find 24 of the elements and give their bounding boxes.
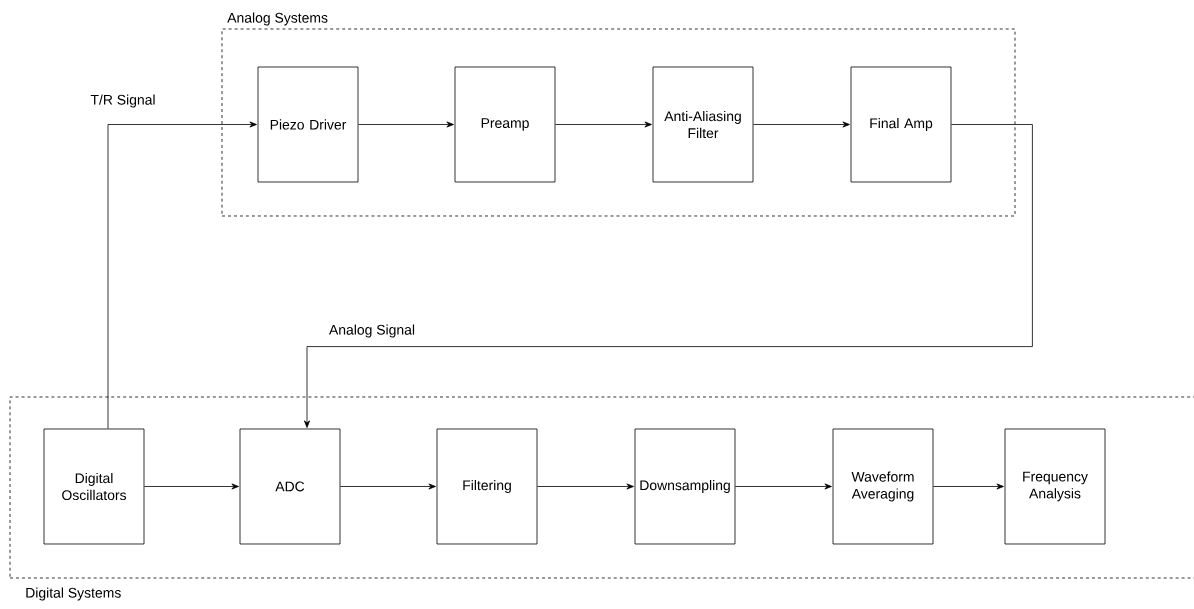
- process-box: Preamp: [454, 66, 556, 183]
- node-label: Digital Systems: [26, 587, 121, 601]
- process-box: Digital Oscillators: [43, 428, 145, 545]
- process-box: ADC: [239, 428, 341, 545]
- edge-label: T/R Signal: [89, 93, 157, 109]
- arrow: [735, 483, 832, 490]
- process-box: Anti-Aliasing Filter: [652, 66, 754, 183]
- edge-label: Analog Signal: [327, 323, 417, 339]
- process-box: Final Amp: [850, 66, 952, 183]
- node-label: Analog Systems: [227, 12, 328, 26]
- process-box: Filtering: [436, 428, 538, 545]
- arrow: [933, 483, 1004, 490]
- process-box: Waveform Averaging: [832, 428, 934, 545]
- arrow: [358, 121, 454, 128]
- arrow: [537, 483, 634, 490]
- process-box: Downsampling: [634, 428, 736, 545]
- arrow: [304, 124, 1033, 428]
- arrow: [144, 483, 239, 490]
- arrow: [340, 483, 436, 490]
- arrow: [555, 121, 652, 128]
- arrow: [107, 121, 257, 429]
- arrow: [753, 121, 850, 128]
- process-box: Frequency Analysis: [1004, 428, 1106, 545]
- process-box: Piezo Driver: [257, 66, 359, 183]
